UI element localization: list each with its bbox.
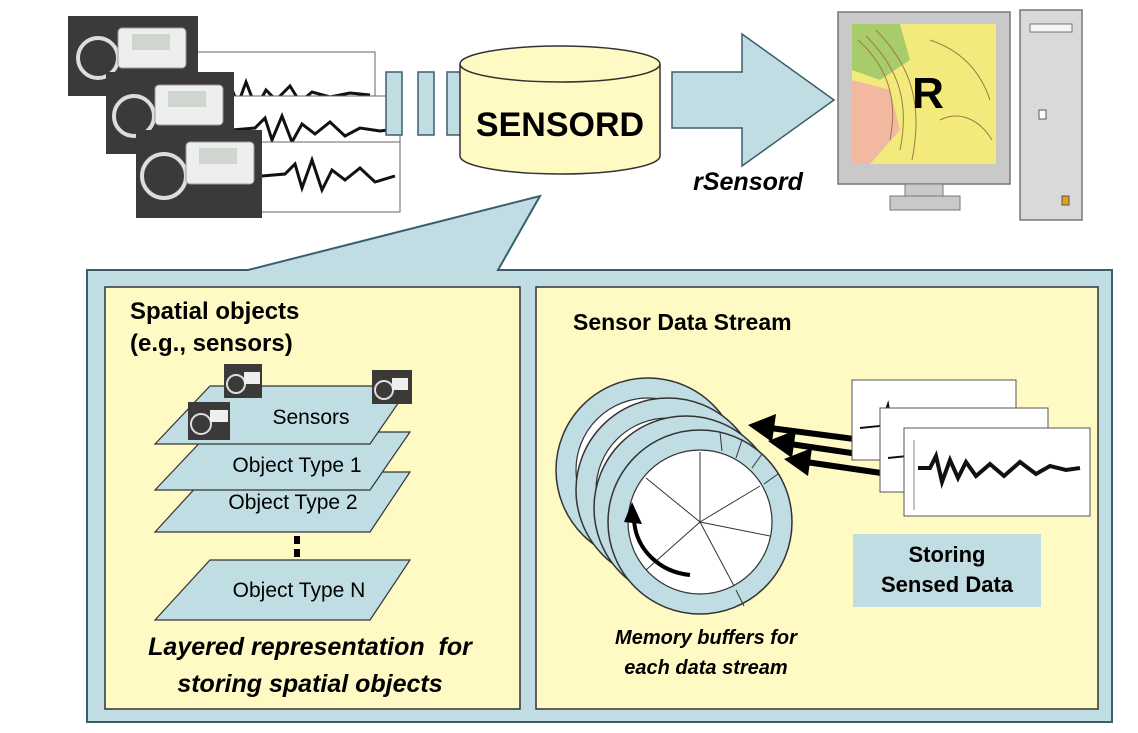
right-caption-line2: each data stream xyxy=(624,657,787,679)
storing-label-line2: Sensed Data xyxy=(881,572,1014,597)
layer-sensor-photo-3 xyxy=(188,402,230,440)
rotation-arrow xyxy=(632,519,691,577)
left-caption-line2: storing spatial objects xyxy=(177,670,442,698)
data-stream-blocks xyxy=(385,71,462,136)
right-caption-line1: Memory buffers for xyxy=(615,627,798,649)
big-arrow xyxy=(671,32,836,168)
left-caption-line1: Layered representation for xyxy=(148,633,473,661)
layer-label-object-type-n: Object Type N xyxy=(233,579,366,602)
input-arrows xyxy=(748,414,889,477)
right-panel-title: Sensor Data Stream xyxy=(573,309,792,335)
memory-buffers xyxy=(555,377,793,615)
sensor-plot-card-3 xyxy=(254,141,401,213)
storing-box xyxy=(853,534,1041,607)
storing-label-line1: Storing xyxy=(909,542,986,567)
computer-monitor xyxy=(837,11,1011,211)
layer-label-object-type-1: Object Type 1 xyxy=(232,454,361,477)
left-panel-title-line2: (e.g., sensors) xyxy=(130,330,293,357)
sensor-photo-stack xyxy=(68,16,401,218)
layer-plane-n xyxy=(153,559,412,621)
database-label: SENSORD xyxy=(476,106,644,144)
left-panel-title-line1: Spatial objects xyxy=(130,298,299,325)
connector-label: rSensord xyxy=(693,168,803,196)
layer-dots xyxy=(294,536,300,544)
computer-tower xyxy=(1019,9,1083,221)
layer-label-sensors: Sensors xyxy=(272,406,349,429)
sensor-photo-3 xyxy=(136,130,262,218)
layer-sensor-photo-2 xyxy=(372,370,412,404)
stream-plot-card-3 xyxy=(903,427,1091,517)
layer-label-object-type-2: Object Type 2 xyxy=(228,491,357,514)
layer-sensor-photo-1 xyxy=(224,364,262,398)
sensord-database xyxy=(459,45,661,175)
stream-plot-cards xyxy=(851,379,1091,517)
layer-stack xyxy=(153,364,412,621)
monitor-letter: R xyxy=(912,69,944,118)
